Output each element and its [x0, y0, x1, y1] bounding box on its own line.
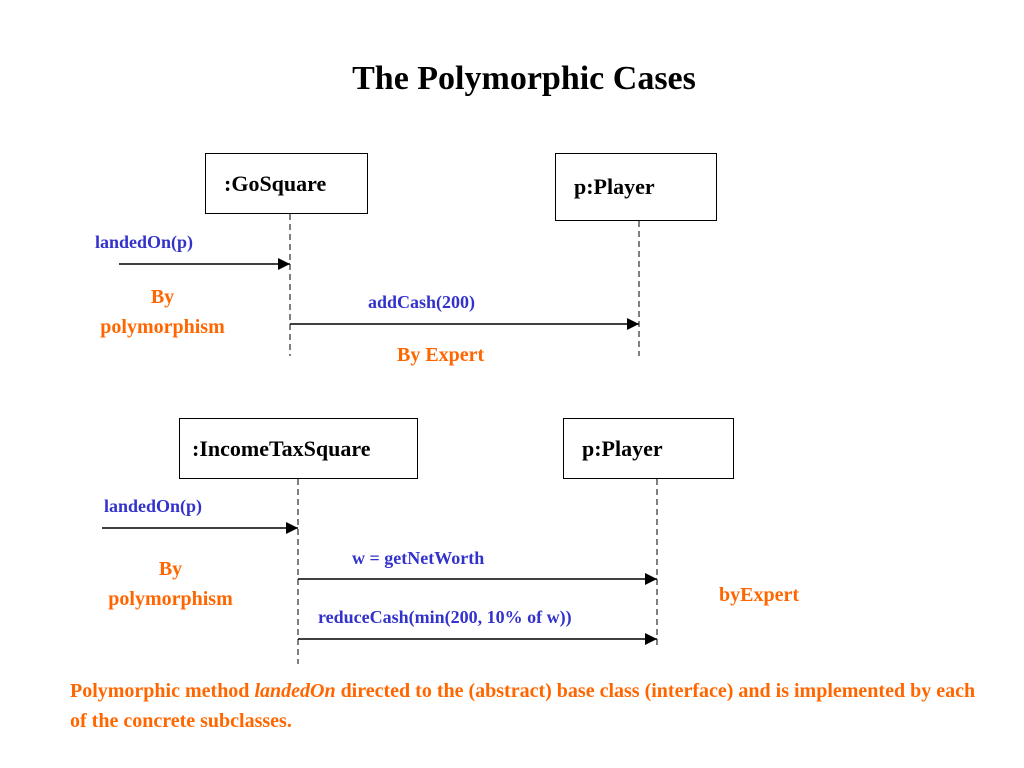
note-by-expert-2: byExpert: [719, 584, 799, 606]
message-landedon-2: landedOn(p): [104, 496, 203, 516]
page-title: The Polymorphic Cases: [352, 60, 696, 97]
note-by-polymorphism-2: By polymorphism: [78, 554, 263, 614]
message-reducecash: reduceCash(min(200, 10% of w)): [318, 607, 572, 627]
footer-suffix: directed to the (abstract) base class (i…: [70, 680, 976, 732]
object-gosquare-label: :GoSquare: [224, 170, 327, 196]
object-player-2: p:Player: [563, 418, 734, 479]
object-gosquare: :GoSquare: [205, 153, 368, 214]
object-incometaxsquare-label: :IncomeTaxSquare: [192, 435, 371, 461]
note-by-polymorphism-1-line2: polymorphism: [100, 316, 225, 338]
message-getnetworth: w = getNetWorth: [352, 548, 485, 568]
object-player-1-label: p:Player: [574, 174, 655, 199]
message-landedon-1: landedOn(p): [95, 232, 194, 252]
note-by-polymorphism-1-line1: By: [150, 286, 175, 308]
note-by-polymorphism-2-line1: By: [158, 558, 183, 580]
note-by-polymorphism-1: By polymorphism: [70, 282, 255, 342]
note-by-expert-1: By Expert: [397, 344, 485, 366]
object-incometaxsquare: :IncomeTaxSquare: [179, 418, 418, 479]
note-by-polymorphism-2-line2: polymorphism: [108, 588, 233, 610]
message-addcash: addCash(200): [368, 292, 476, 312]
footer-prefix: Polymorphic method: [70, 680, 255, 702]
object-player-2-label: p:Player: [582, 435, 663, 461]
footer-description: Polymorphic method landedOn directed to …: [70, 676, 990, 736]
footer-method: landedOn: [254, 680, 336, 702]
object-player-1: p:Player: [555, 153, 717, 221]
